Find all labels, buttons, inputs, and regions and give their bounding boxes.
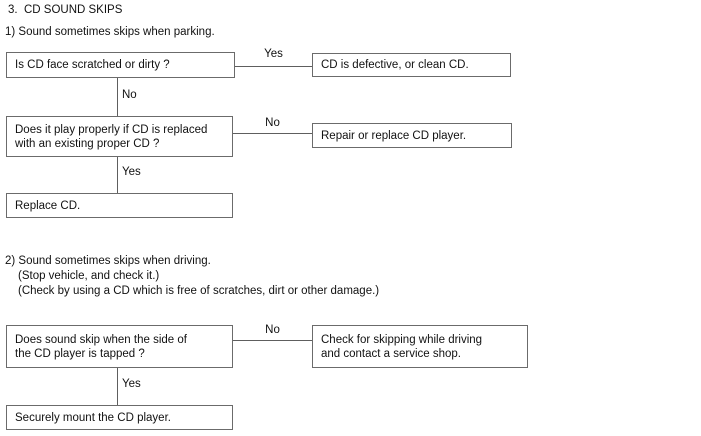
connector-q1-yes-line bbox=[235, 66, 312, 67]
flow-box-result-mount-player-text: Securely mount the CD player. bbox=[15, 411, 171, 424]
connector-q1-no-line bbox=[117, 78, 118, 116]
flow-box-question-player-tapped: Does sound skip when the side of the CD … bbox=[6, 325, 233, 368]
connector-q2-no-line bbox=[233, 133, 312, 134]
section1-heading: 1) Sound sometimes skips when parking. bbox=[5, 26, 215, 38]
flow-box-result-repair-player: Repair or replace CD player. bbox=[312, 123, 512, 148]
flow-box-result-mount-player: Securely mount the CD player. bbox=[6, 405, 233, 430]
flow-box-question-cd-scratched-text: Is CD face scratched or dirty ? bbox=[15, 59, 170, 71]
flow-box-question-cd-replaced: Does it play properly if CD is replaced … bbox=[6, 116, 233, 157]
section2-note-stop-vehicle: (Stop vehicle, and check it.) bbox=[18, 270, 160, 282]
edge-label-s2-no: No bbox=[265, 324, 280, 336]
connector-s2-no-line bbox=[233, 340, 312, 341]
edge-label-q2-no: No bbox=[265, 117, 280, 129]
flow-box-result-contact-service: Check for skipping while driving and con… bbox=[312, 325, 528, 368]
flow-box-result-contact-service-text: Check for skipping while driving and con… bbox=[321, 333, 483, 360]
flow-box-question-cd-replaced-text: Does it play properly if CD is replaced … bbox=[15, 123, 208, 150]
connector-s2-yes-line bbox=[117, 368, 118, 405]
page-title: 3. CD SOUND SKIPS bbox=[8, 4, 123, 16]
edge-label-q2-yes: Yes bbox=[122, 166, 141, 178]
flow-box-question-player-tapped-text: Does sound skip when the side of the CD … bbox=[15, 333, 187, 360]
edge-label-s2-yes: Yes bbox=[122, 378, 141, 390]
flow-box-result-repair-player-text: Repair or replace CD player. bbox=[321, 129, 467, 142]
flow-box-result-replace-cd: Replace CD. bbox=[6, 193, 233, 218]
edge-label-q1-yes: Yes bbox=[264, 48, 283, 60]
flow-box-result-cd-defective-text: CD is defective, or clean CD. bbox=[321, 59, 469, 71]
flow-box-question-cd-scratched: Is CD face scratched or dirty ? bbox=[6, 52, 235, 78]
flow-box-result-cd-defective: CD is defective, or clean CD. bbox=[312, 53, 511, 77]
edge-label-q1-no: No bbox=[122, 89, 137, 101]
section2-note-check-cd: (Check by using a CD which is free of sc… bbox=[18, 285, 380, 297]
connector-q2-yes-line bbox=[117, 157, 118, 193]
section2-heading: 2) Sound sometimes skips when driving. bbox=[5, 255, 211, 267]
flow-box-result-replace-cd-text: Replace CD. bbox=[15, 199, 81, 212]
